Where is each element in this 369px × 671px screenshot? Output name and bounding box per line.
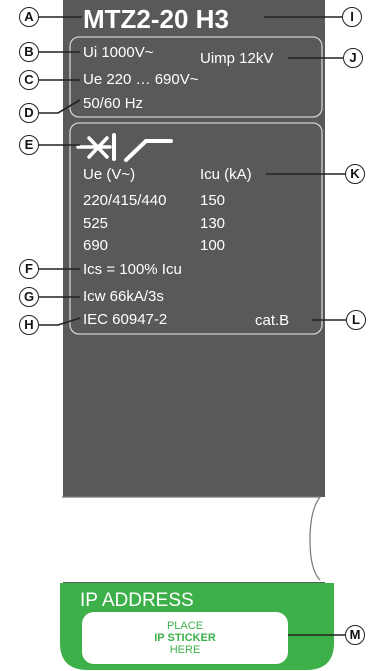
table-cell-ue: 690 — [83, 237, 109, 254]
table-cell-ue: 525 — [83, 215, 109, 232]
sticker-line: HERE — [169, 644, 201, 656]
ui-rating: Ui 1000V~ — [83, 44, 154, 61]
ratings-box — [69, 36, 323, 118]
label-window — [60, 497, 325, 582]
table-header-icu: Icu (kA) — [200, 166, 252, 183]
callout-b: B — [19, 42, 39, 62]
category: cat.B — [255, 312, 290, 329]
table-cell-icu: 130 — [200, 215, 226, 232]
window-outline — [62, 496, 322, 581]
breaking-box — [69, 122, 323, 335]
callout-d: D — [19, 103, 39, 123]
table-cell-icu: 150 — [200, 192, 226, 209]
leader-lines — [38, 16, 346, 636]
callout-l: L — [346, 310, 366, 330]
callout-e: E — [19, 135, 39, 155]
standard: IEC 60947-2 — [83, 311, 168, 328]
circuit-breaker-icon — [76, 133, 173, 162]
sticker-line: IP STICKER — [154, 632, 216, 644]
callout-g: G — [19, 287, 39, 307]
label-background — [63, 0, 325, 583]
frequency: 50/60 Hz — [83, 95, 144, 112]
table-cell-icu: 100 — [200, 237, 226, 254]
icw-rating: Icw 66kA/3s — [83, 288, 164, 305]
table-header-ue: Ue (V~) — [83, 166, 136, 183]
callout-f: F — [19, 259, 39, 279]
callout-m: M — [345, 625, 365, 645]
ue-range: Ue 220 … 690V~ — [83, 71, 199, 88]
callout-i: I — [342, 7, 362, 27]
ip-address-title: IP ADDRESS — [80, 590, 194, 611]
leader-h — [39, 317, 81, 326]
callout-k: K — [345, 164, 365, 184]
callout-j: J — [343, 48, 363, 68]
callout-a: A — [19, 7, 39, 27]
leader-d — [39, 99, 81, 114]
ics-rating: Ics = 100% Icu — [83, 261, 182, 278]
callout-c: C — [19, 70, 39, 90]
ip-sticker-area: PLACE IP STICKER HERE — [82, 612, 288, 664]
sticker-line: PLACE — [166, 620, 204, 632]
callout-h: H — [19, 315, 39, 335]
table-cell-ue: 220/415/440 — [83, 192, 167, 209]
uimp-rating: Uimp 12kV — [200, 50, 274, 67]
model-title: MTZ2-20 H3 — [83, 4, 229, 34]
